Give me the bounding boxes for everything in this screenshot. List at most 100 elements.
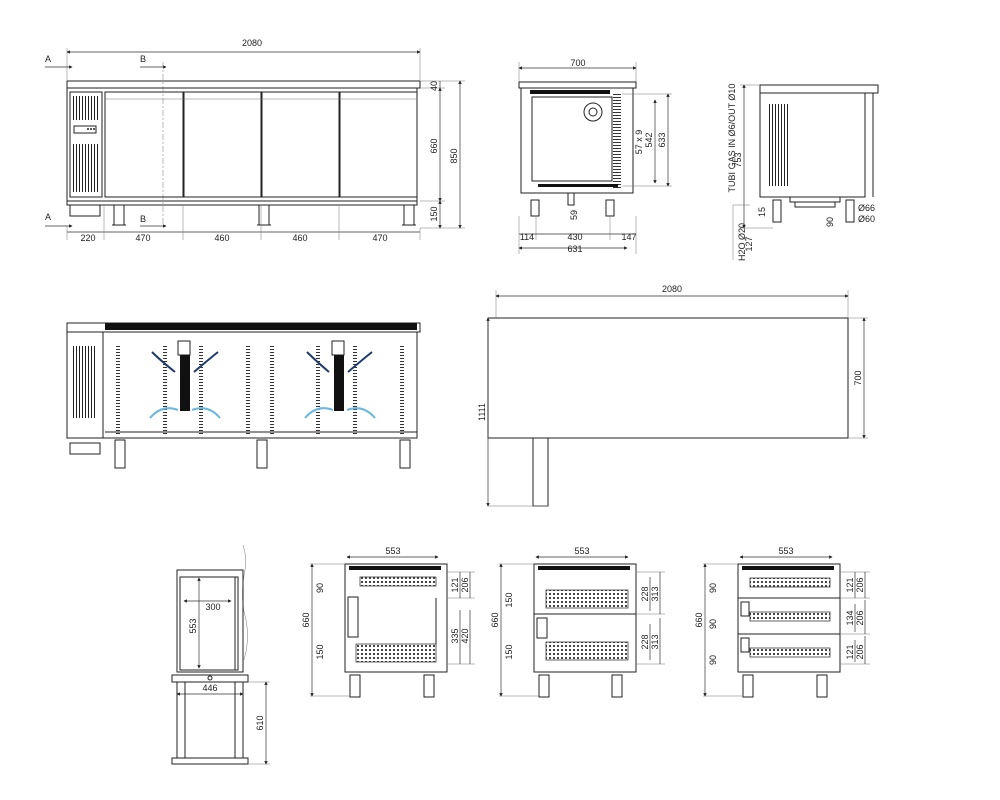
plan-open-door: [532, 437, 549, 507]
front-drain-box: [69, 204, 101, 217]
cfg2-gap-top: 150: [504, 592, 514, 607]
sideview-feet: [772, 199, 855, 223]
drawer-config-1: 553 660 90 150 121 206 335 420: [301, 546, 475, 698]
drawer-tray: [176, 569, 244, 673]
side-bottom-total: 631: [567, 244, 582, 254]
cfg2-drawer-bottom: [545, 641, 629, 661]
cfg2-d228b: 228: [640, 634, 650, 649]
segment-4: 460: [292, 233, 307, 243]
cfg3-gap-2: 90: [708, 619, 718, 629]
cfg1-drawer-top: [359, 576, 437, 587]
cfg3-d206b: 206: [855, 610, 865, 625]
sideview-offset-15: 15: [757, 207, 767, 217]
drawer-config-3: 553 660 90 90 90 121 206 134 206: [694, 546, 870, 698]
cfg1-height: 660: [301, 612, 311, 627]
cfg1-d335: 335: [450, 628, 460, 643]
cfg3-d206c: 206: [855, 644, 865, 659]
cfg1-drawer-bottom: [355, 643, 437, 663]
section-a-top: A: [45, 54, 51, 64]
sideview-grille: [767, 104, 789, 186]
drawer-inner-depth: 553: [188, 618, 198, 633]
lower-vent-grille: [73, 144, 99, 192]
cfg3-drawer-3: [749, 647, 831, 658]
plan-open-depth: 1111: [477, 403, 487, 421]
cfg1-top-gap: 90: [315, 583, 325, 593]
cfg3-drawer-2: [749, 611, 831, 622]
cfg1-bottom-gap: 150: [315, 644, 325, 659]
evaporator-left: [180, 355, 190, 411]
side-slot: 57 x 9: [634, 130, 644, 155]
airflow-arrows: [149, 351, 376, 419]
section-b-bottom: B: [140, 214, 146, 224]
front-view: 2080 A A B B: [45, 38, 465, 243]
side-bottom-3: 147: [621, 232, 636, 242]
side-bottom-1: 114: [520, 232, 534, 242]
sideview-offset-90: 90: [825, 217, 835, 227]
door-2: [183, 91, 262, 198]
sideview-offset-127: 127: [744, 236, 754, 251]
cfg3-d121b: 121: [845, 644, 855, 659]
side-shelf-height: 542: [644, 132, 654, 147]
segment-3: 460: [214, 233, 229, 243]
cfg3-height: 660: [694, 612, 704, 627]
door-4: [339, 91, 418, 198]
door-1: [104, 91, 184, 198]
cfg3-d121a: 121: [845, 577, 855, 592]
front-total-height: 850: [449, 148, 459, 163]
cfg3-feet: [742, 674, 828, 698]
front-cabinet: [66, 87, 418, 202]
drawer-extension: 610: [255, 715, 265, 730]
drawer-inner-width: 300: [205, 602, 220, 612]
cfg2-gap-bottom: 150: [504, 644, 514, 659]
side-view: 753 TUBI GAS IN Ø6/OUT Ø10 H2O Ø20 127 1…: [727, 84, 879, 261]
side-width: 700: [570, 58, 585, 68]
door-3: [261, 91, 340, 198]
evaporator-right: [334, 355, 344, 411]
front-body-height: 660: [429, 138, 439, 153]
upper-vent-grille: [73, 96, 99, 120]
cfg1-d420: 420: [460, 628, 470, 643]
cfg1-width: 553: [385, 546, 400, 556]
cfg2-d228a: 228: [640, 586, 650, 601]
interior-shelf-racks: [116, 344, 404, 434]
sideview-diameter-60: Ø60: [858, 214, 875, 224]
side-section-view: 700 633 542 57 x 9 59 114 430 147: [518, 58, 672, 254]
interior-vent-grille: [71, 346, 95, 418]
cfg1-d206: 206: [460, 577, 470, 592]
sideview-height: 753: [733, 152, 743, 167]
cfg2-d313a: 313: [650, 586, 660, 601]
cfg1-d121: 121: [450, 577, 460, 592]
side-bottom-2: 430: [567, 232, 582, 242]
cfg3-gap-1: 90: [708, 583, 718, 593]
front-top-height: 40: [429, 81, 439, 91]
segment-2: 470: [135, 233, 150, 243]
front-leg-height: 150: [429, 206, 439, 221]
side-inner-height: 633: [657, 132, 667, 147]
drawer-plan-view: 553 300 446 610: [171, 544, 270, 765]
compressor-panel: [69, 91, 103, 198]
front-worktop: [66, 80, 421, 89]
side-drain: 59: [569, 210, 579, 220]
section-b-top: B: [140, 54, 146, 64]
segment-5: 470: [372, 233, 387, 243]
cfg2-height: 660: [490, 612, 500, 627]
interior-cabinet: [66, 331, 418, 439]
cfg2-drawer-top: [545, 589, 629, 609]
cfg1-feet: [349, 674, 435, 698]
section-a-bottom: A: [45, 212, 51, 222]
segment-1: 220: [80, 233, 95, 243]
evaporator-fan: [583, 102, 603, 122]
side-worktop: [518, 81, 637, 89]
gas-tubes-label: TUBI GAS IN Ø6/OUT Ø10: [727, 84, 737, 193]
plan-width: 2080: [662, 284, 682, 294]
cfg2-width: 553: [574, 546, 589, 556]
cfg2-d313b: 313: [650, 634, 660, 649]
sideview-diameter-66: Ø66: [858, 203, 875, 213]
cfg3-d206a: 206: [855, 577, 865, 592]
cfg3-gap-3: 90: [708, 655, 718, 665]
interior-airflow-view: [66, 322, 421, 469]
plan-top: [487, 317, 849, 439]
cfg3-width: 553: [778, 546, 793, 556]
drawer-config-2: 553 660 150 150 228 313 228 313: [490, 546, 665, 698]
